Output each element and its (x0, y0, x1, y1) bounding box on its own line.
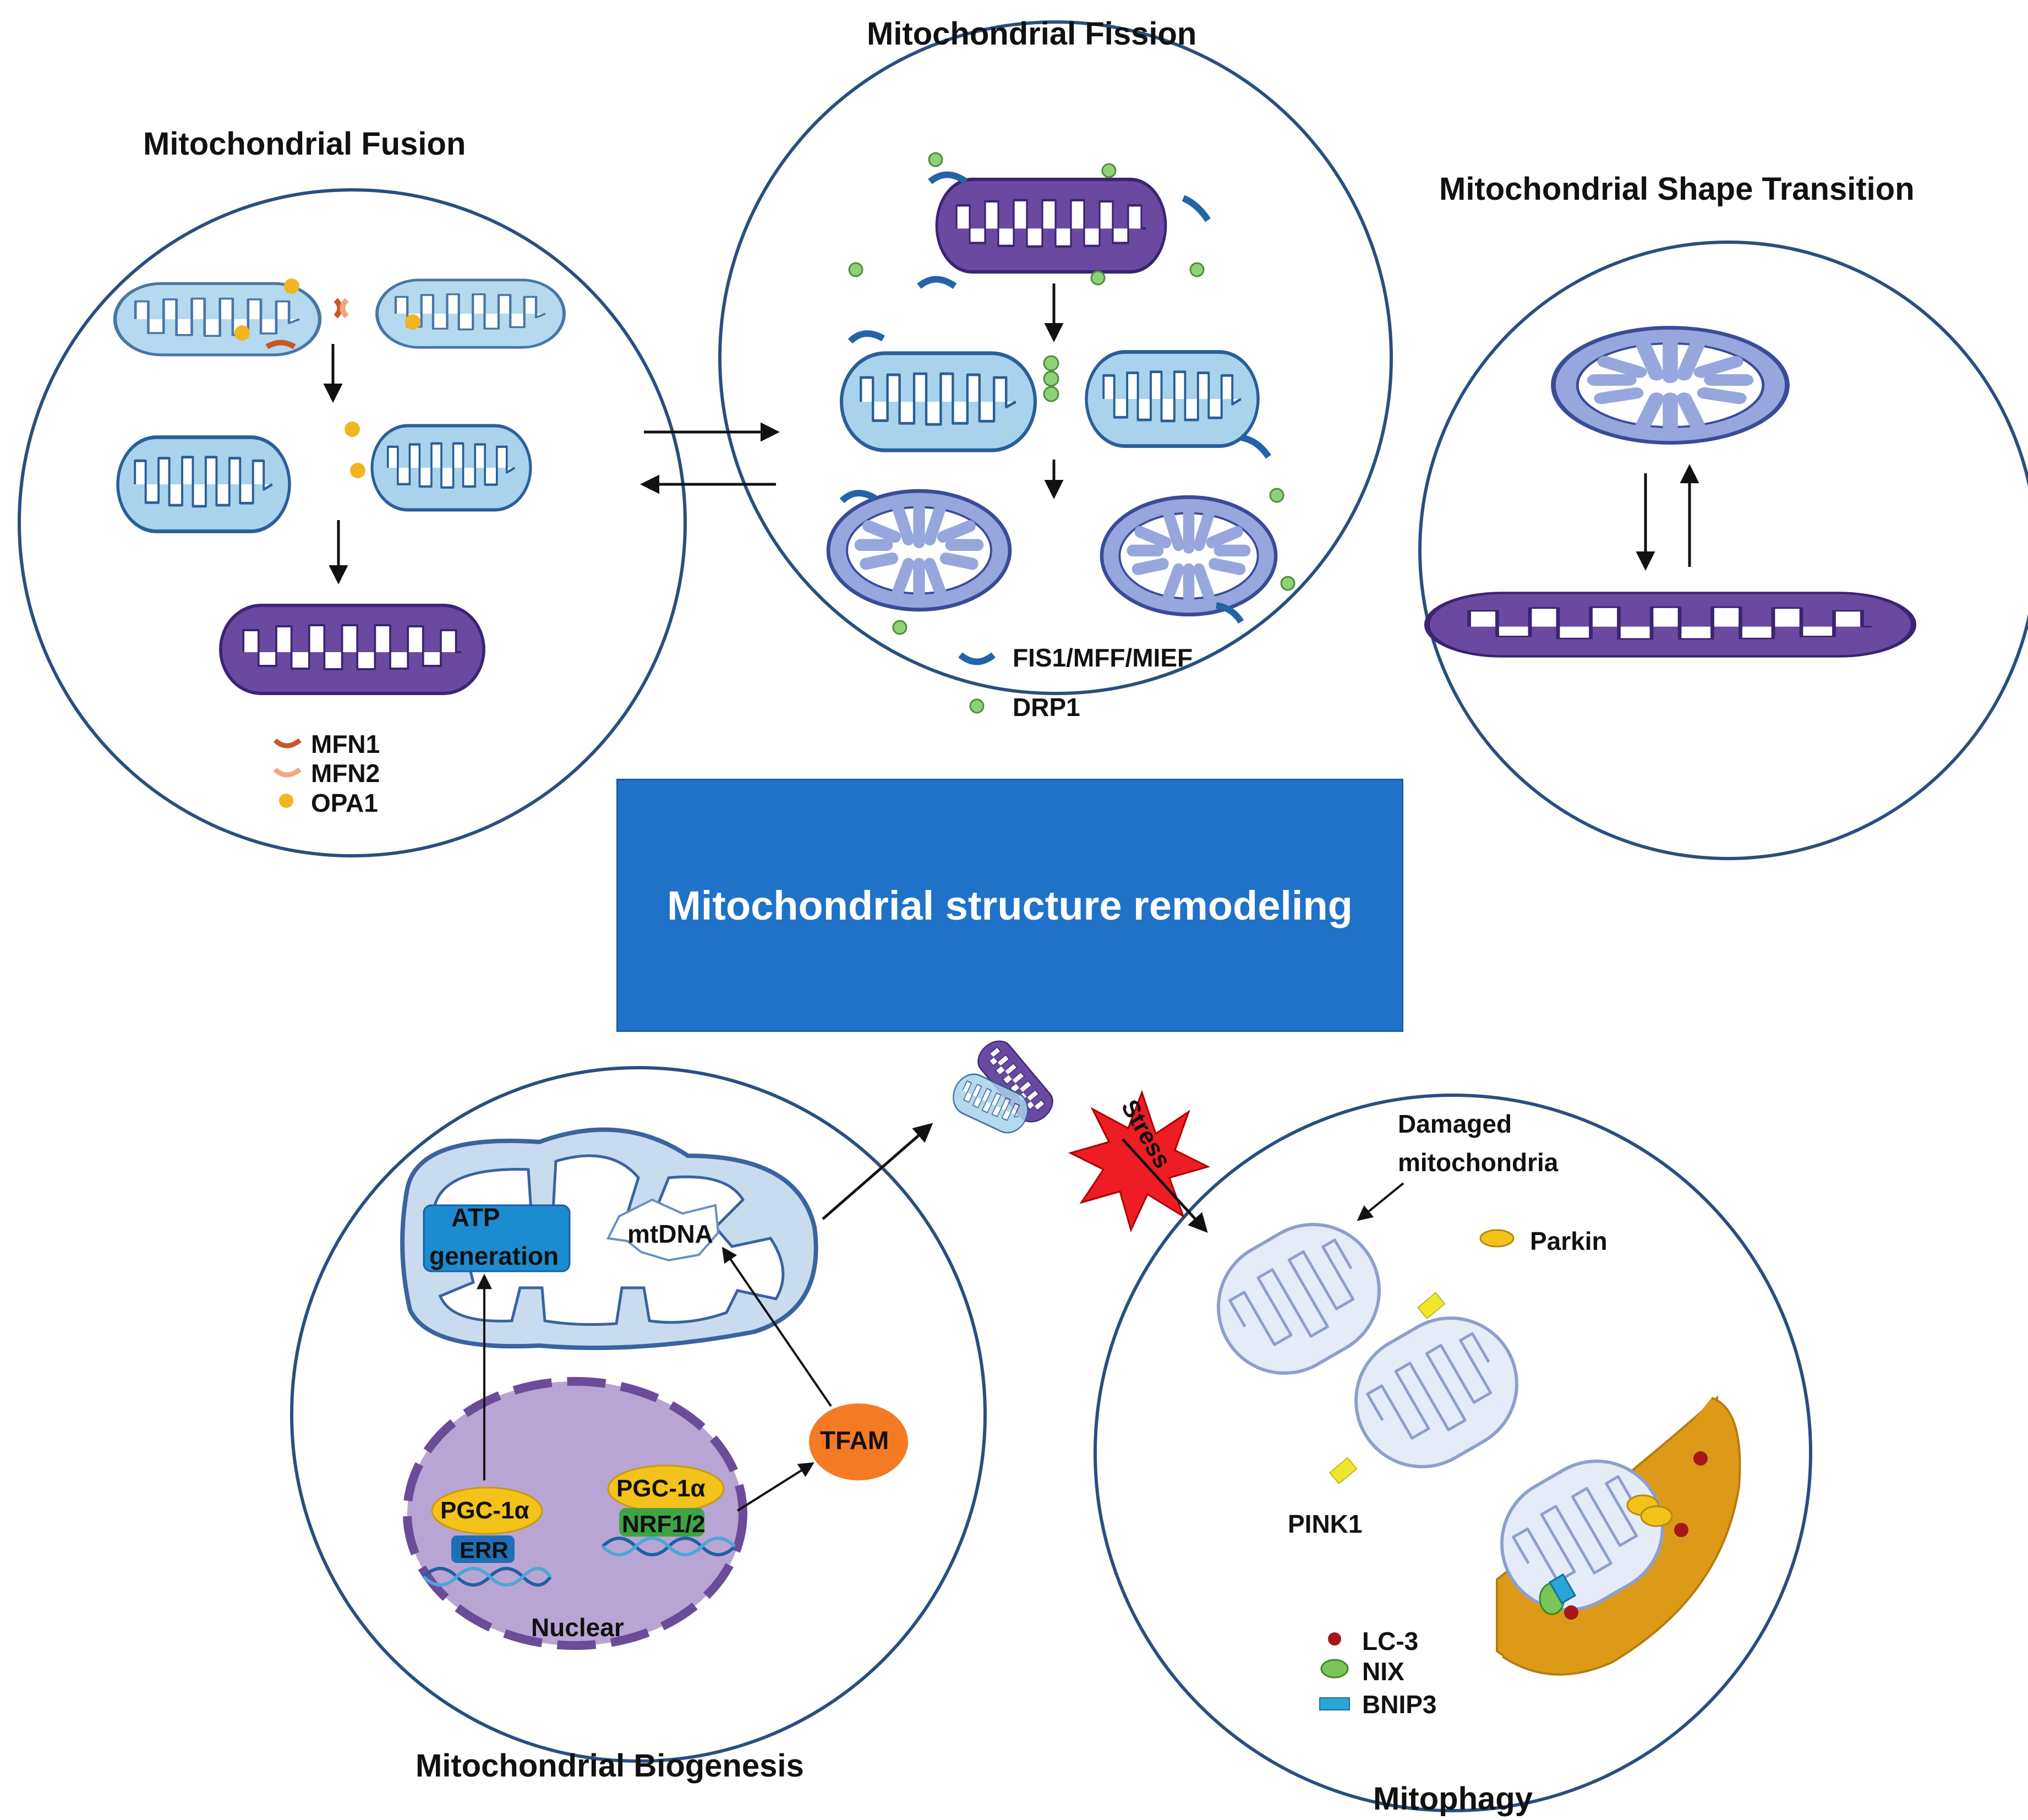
lc3-label: LC-3 (1362, 1627, 1419, 1655)
opa1-legend-icon (279, 794, 293, 808)
pgc1-left-label: PGC-1α (440, 1497, 529, 1524)
fission-circle (718, 20, 1393, 695)
mitophagy-title: Mitophagy (1373, 1781, 1533, 1817)
mfn2-marker (340, 298, 349, 319)
shape-mito-elongated (1427, 593, 1914, 656)
mfn1-legend-icon (273, 738, 302, 748)
pgc1-right-label: PGC-1α (616, 1475, 706, 1502)
drp1-dot (928, 152, 943, 167)
atp-label-line1: ATP (451, 1203, 500, 1232)
fis1-marker (1215, 602, 1244, 624)
mfn2-label: MFN2 (311, 759, 380, 788)
bnip3-legend-icon (1319, 1697, 1350, 1710)
drp1-legend-icon (969, 698, 985, 714)
drp1-dot (1269, 488, 1284, 503)
damaged-label-line1: Damaged (1398, 1110, 1512, 1138)
fusion-mito-elongated (221, 605, 484, 693)
shape-transition-circle (1418, 241, 2028, 860)
drp1-ring (1043, 355, 1059, 371)
err-label: ERR (460, 1537, 509, 1563)
atp-box (423, 1204, 571, 1272)
center-title: Mitochondrial structure remodeling (667, 882, 1353, 928)
fission-mito-right-daughter (1102, 497, 1276, 614)
nrf-to-tfam-arrow (736, 1462, 815, 1512)
drp1-dot (848, 262, 863, 277)
fis1-label: FIS1/MFF/MIEF (1013, 643, 1193, 672)
pink1-label: PINK1 (1288, 1510, 1363, 1538)
bnip3-on-mito (1548, 1573, 1577, 1605)
drp1-dot (1101, 163, 1117, 178)
center-title-box: Mitochondrial structure remodeling (616, 779, 1403, 1032)
tfam-to-mtdna-arrow (721, 1247, 832, 1407)
biogenesis-title: Mitochondrial Biogenesis (416, 1748, 804, 1784)
fis1-marker (839, 490, 877, 504)
nrf-shape (619, 1508, 704, 1537)
pink1-marker (1417, 1292, 1446, 1320)
biogenesis-to-mito-arrow (822, 1123, 933, 1220)
lc3-dot (1693, 1451, 1708, 1466)
fis1-marker (917, 276, 957, 289)
opa1-dot (345, 422, 360, 437)
damaged-label-line2: mitochondria (1398, 1148, 1559, 1177)
fis1-marker (1182, 195, 1211, 222)
fusion-mito-right (377, 280, 564, 347)
fusion-title: Mitochondrial Fusion (143, 126, 466, 162)
parkin-on-mito (1640, 1505, 1673, 1527)
parkin-legend-icon (1479, 1229, 1515, 1248)
shape-mito-round (1554, 328, 1788, 443)
fis1-legend-icon (958, 652, 996, 665)
opa1-label: OPA1 (311, 789, 378, 817)
pink1-marker (1329, 1457, 1358, 1485)
dna-helix-left-b (422, 1567, 552, 1587)
opa1-dot (350, 463, 365, 478)
mfn1-marker-lower (265, 340, 296, 349)
mfn2-legend-icon (273, 767, 302, 778)
lc3-dot (1674, 1523, 1688, 1537)
nix-label: NIX (1362, 1657, 1404, 1686)
drp1-dot (1280, 576, 1295, 591)
mfn1-label: MFN1 (311, 730, 380, 758)
drp1-dot (1189, 262, 1205, 277)
mtdna-label: mtDNA (627, 1220, 713, 1248)
dna-helix-right-b (601, 1537, 736, 1556)
mitophagy-circle (1094, 1094, 1812, 1812)
fusion-mito-merged (118, 426, 531, 532)
lc3-dot (1564, 1605, 1578, 1620)
tfam-label: TFAM (820, 1426, 889, 1455)
lc3-legend-icon (1328, 1632, 1341, 1646)
bnip3-label: BNIP3 (1362, 1690, 1437, 1719)
fis1-marker (1240, 434, 1271, 459)
fis1-marker (848, 330, 885, 344)
err-shape (451, 1535, 515, 1563)
fission-title: Mitochondrial Fission (867, 16, 1197, 52)
damaged-pointer-arrow (1357, 1182, 1404, 1221)
tfam-shape (809, 1403, 908, 1480)
opa1-dot (405, 314, 420, 330)
shape-title: Mitochondrial Shape Transition (1439, 171, 1915, 207)
parkin-label: Parkin (1530, 1227, 1608, 1255)
atp-label-line2: generation (429, 1242, 559, 1270)
mtdna-region (606, 1198, 720, 1262)
small-mito-pair (946, 1034, 1060, 1140)
drp1-label: DRP1 (1013, 693, 1080, 722)
stress-arrow (1122, 1138, 1208, 1233)
drp1-dot (1090, 270, 1106, 286)
fission-mito-top (937, 179, 1166, 272)
drp1-ring (1043, 370, 1059, 387)
drp1-ring (1043, 386, 1059, 402)
nix-legend-icon (1320, 1659, 1349, 1679)
biogenesis-circle (290, 1066, 987, 1763)
fis1-marker (928, 171, 968, 185)
opa1-dot (284, 278, 299, 294)
opa1-dot (234, 325, 250, 341)
fusion-circle (18, 188, 687, 857)
mfn1-marker (334, 298, 343, 319)
nrf-label: NRF1/2 (622, 1511, 706, 1538)
pgc1-left-shape (431, 1486, 543, 1535)
drp1-dot (892, 620, 908, 635)
fission-mito-left-daughter (828, 491, 1010, 610)
nuclear-label: Nuclear (531, 1613, 624, 1642)
